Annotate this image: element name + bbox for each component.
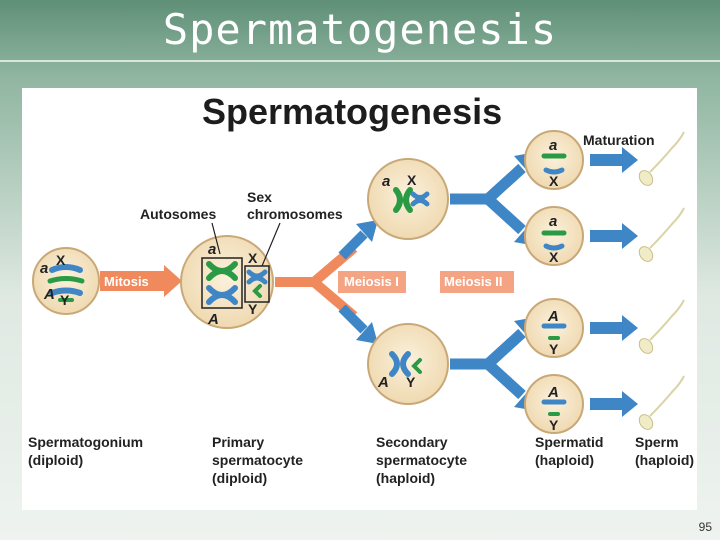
page-number: 95 [698,520,712,534]
mitosis-label: Mitosis [104,274,149,289]
title-divider [0,60,720,62]
figure-diagram: Spermatogenesis a X A Y Mitosis [28,91,694,486]
maturation-arrows [590,147,638,417]
secondary-bottom-y: Y [406,374,416,390]
spermatid-1 [524,130,584,190]
meiosis1-label: Meiosis I [344,274,399,289]
spermatogonium-y: Y [60,292,70,308]
stage-spermatogonium-line2: (diploid) [28,452,83,468]
stage-primary-line3: (diploid) [212,470,267,486]
secondary-spermatocyte-bottom [367,323,449,405]
stage-spermatogonium-line1: Spermatogonium [28,434,143,450]
secondary-spermatocyte-top [367,158,449,240]
spermatid-4-sex: Y [549,417,559,433]
mitosis-arrow [100,265,182,297]
autosomes-label: Autosomes [140,206,216,222]
stage-sperm-line1: Sperm [635,434,679,450]
primary-y: Y [248,301,258,317]
spermatid-1-allele: a [549,137,557,154]
stage-sperm-line2: (haploid) [635,452,694,468]
meiosis1-label-box [338,271,406,293]
spermatogonium-allele-a: a [40,260,48,277]
slide-title: Spermatogenesis [162,5,558,54]
spermatogonium-x: X [56,252,66,268]
autosomes-pointer [211,222,221,255]
primary-allele-a: a [208,241,216,258]
meiosis2-label-box [440,271,514,293]
secondary-bottom-allele-A: A [377,374,389,391]
spermatogonium-cell [32,247,100,315]
spermatid-2 [524,206,584,266]
sperm-cells [638,131,685,430]
meiosis2-fork-bottom [450,317,536,411]
primary-x: X [248,250,258,266]
stage-primary-line1: Primary [212,434,264,450]
spermatid-3-allele: A [547,308,559,325]
spermatid-3-sex: Y [549,341,559,357]
stage-spermatid-line2: (haploid) [535,452,594,468]
figure-title: Spermatogenesis [202,91,502,132]
meiosis1-arrows [338,220,378,344]
stage-primary-line2: spermatocyte [212,452,303,468]
stage-secondary-line3: (haploid) [376,470,435,486]
spermatid-4-allele: A [547,384,559,401]
spermatid-2-sex: X [549,249,559,265]
meiosis2-label: Meiosis II [444,274,503,289]
spermatid-4 [524,374,584,434]
secondary-top-allele-a: a [382,173,390,190]
maturation-label: Maturation [583,132,655,148]
primary-spermatocyte-cell [180,235,274,329]
sex-chromosomes-label-2: chromosomes [247,206,343,222]
spermatid-1-sex: X [549,173,559,189]
stage-secondary-line1: Secondary [376,434,448,450]
spermatogonium-allele-A: A [43,286,55,303]
meiosis2-fork-top [450,152,536,246]
spermatid-2-allele: a [549,213,557,230]
stage-secondary-line2: spermatocyte [376,452,467,468]
spermatogenesis-figure: Spermatogenesis a X A Y Mitosis [22,88,697,510]
sex-chromosomes-pointer [261,222,281,267]
stage-spermatid-line1: Spermatid [535,434,603,450]
sex-chromosomes-label-1: Sex [247,189,272,205]
spermatid-3 [524,298,584,358]
secondary-top-x: X [407,172,417,188]
primary-allele-A: A [207,311,219,328]
